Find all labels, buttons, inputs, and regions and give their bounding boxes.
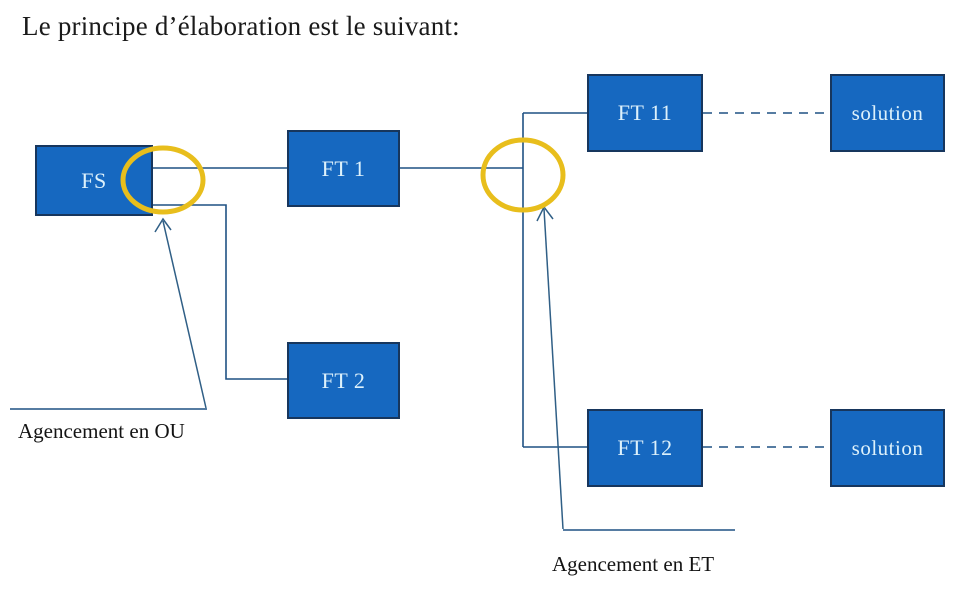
annotation-ou: Agencement en OU (18, 419, 185, 443)
node-ft12-label: FT 12 (617, 435, 673, 460)
node-solution-2-label: solution (851, 435, 924, 460)
node-ft12[interactable]: FT 12 (587, 409, 703, 487)
node-ft2[interactable]: FT 2 (287, 342, 400, 419)
node-ft11-label: FT 11 (617, 100, 673, 125)
node-fs-label: FS (81, 167, 107, 193)
arrow-ou-head (154, 217, 172, 233)
node-ft11[interactable]: FT 11 (587, 74, 703, 152)
arrow-ou (162, 220, 207, 409)
node-solution-2[interactable]: solution (830, 409, 945, 487)
arrow-et (543, 208, 564, 530)
node-ft1[interactable]: FT 1 (287, 130, 400, 207)
node-solution-1-label: solution (851, 100, 924, 125)
node-ft1-label: FT 1 (321, 155, 366, 181)
annotation-et: Agencement en ET (552, 552, 715, 576)
page-title: Le principe d’élaboration est le suivant… (22, 11, 460, 41)
node-fs[interactable]: FS (35, 145, 153, 216)
edge-fs-ft2 (150, 204, 290, 380)
node-solution-1[interactable]: solution (830, 74, 945, 152)
node-ft2-label: FT 2 (321, 367, 366, 393)
